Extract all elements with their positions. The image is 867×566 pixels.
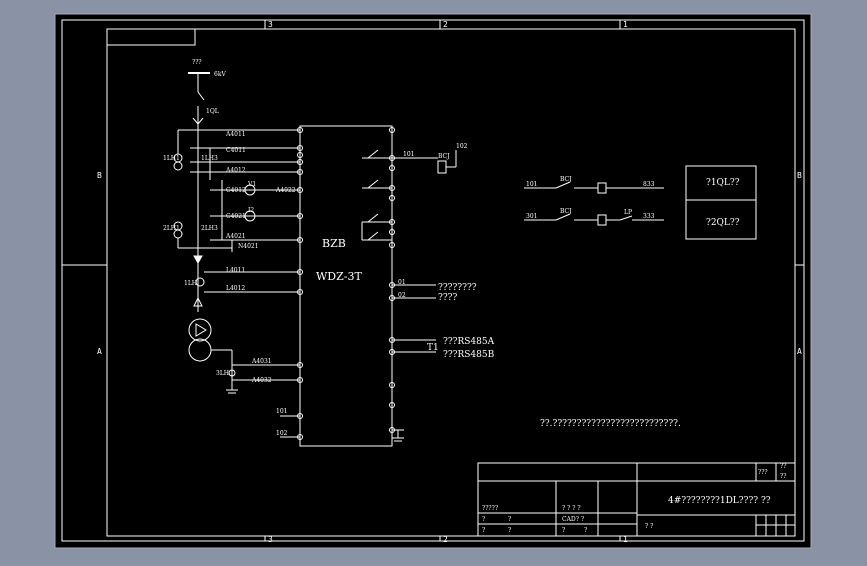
incoming-circuit [173, 72, 300, 438]
tb-footer: ? ? [645, 523, 653, 530]
sheet-background [54, 13, 812, 549]
wire-n4021: N4021 [238, 243, 259, 250]
voltage-label: 6kV [214, 71, 226, 78]
bottom-marker-1: 1 [623, 535, 628, 544]
switch-label: 1QL [206, 108, 219, 115]
wire-l4012: L4012 [226, 285, 245, 292]
pt2-label: 3LH [216, 370, 229, 377]
ctrl-row1-contact: BCJ [560, 176, 572, 183]
ct1-label: 1LH1 [163, 155, 180, 162]
tb-top-right-3: ?? [780, 473, 786, 480]
terminal-102: 102 [276, 430, 288, 437]
ctrl-row2-right: 333 [643, 213, 655, 220]
terminal-01: 01 [398, 279, 406, 286]
corner-box [106, 28, 196, 46]
wire-a4032: A4032 [251, 377, 272, 384]
device-model: WDZ-3T [316, 270, 362, 283]
tb-top-right-2: ?? [780, 463, 786, 470]
ctrl-row2-mid: LP [624, 209, 632, 216]
wire-l4011: L4011 [226, 267, 245, 274]
tb-top-right: ??? [758, 469, 768, 476]
switch-box-top: ?1QL?? [706, 178, 740, 188]
coil-label: BCJ [438, 153, 450, 160]
wire-a4011: A4011 [225, 131, 246, 138]
top-marker-1: 1 [623, 20, 628, 29]
inner-frame [106, 28, 796, 537]
wire-a4021: A4021 [225, 233, 246, 240]
bottom-marker-3: 3 [268, 535, 273, 544]
tb-row-b-left: ? [482, 516, 485, 523]
wire-a4012: A4012 [225, 167, 246, 174]
ct2-label: 2LH1 [163, 225, 180, 232]
tb-row-a-mid: ? ? ? ? [562, 505, 581, 512]
wire-c4012: C4012 [226, 187, 246, 194]
device-terminals [297, 127, 457, 445]
rs485b-label: ???RS485B [443, 350, 495, 360]
wire-a4031: A4031 [251, 358, 272, 365]
drawing-note: ??.??????????????????????????. [540, 419, 681, 429]
bottom-marker-2: 2 [443, 535, 448, 544]
device-name: BZB [322, 237, 346, 250]
tb-row-c-left: ? [482, 527, 485, 534]
switch-box-bottom: ?2QL?? [706, 218, 740, 228]
output-101: 101 [403, 151, 414, 158]
tb-row-a-left: ????? [482, 505, 498, 512]
top-marker-3: 3 [268, 20, 273, 29]
control-circuit [524, 181, 664, 226]
right-marker-b: B [797, 171, 802, 180]
t1-label: T1 [427, 343, 439, 353]
ct1b-label: 1LH3 [201, 155, 218, 162]
ctrl-row1-right: 833 [643, 181, 655, 188]
ctrl-row2-left: 301 [526, 213, 537, 220]
meter2-label: I2 [248, 207, 254, 214]
rs485a-label: ???RS485A [443, 337, 495, 347]
ctrl-row2-contact: BCJ [560, 208, 572, 215]
frame-ticks [62, 20, 804, 541]
ct2b-label: 2LH3 [201, 225, 218, 232]
left-marker-b: B [97, 171, 102, 180]
tb-row-b-mid: CAD? ? [562, 516, 584, 523]
terminal-02: 02 [398, 292, 406, 299]
wire-c4021: C4021 [226, 213, 246, 220]
meter1-label: V1 [247, 181, 256, 188]
drawing-title: 4#????????1DL???? ?? [668, 496, 771, 506]
wire-a4022: A4022 [275, 187, 296, 194]
tb-row-b-left-2: ? [508, 516, 511, 523]
tb-row-c-mid: ? [562, 527, 565, 534]
output-102: 102 [456, 143, 468, 150]
tb-row-c-left-2: ? [508, 527, 511, 534]
pt-label: 1LH [184, 280, 197, 287]
bus-label: ??? [192, 59, 202, 66]
signal-label-2: ???? [438, 293, 457, 303]
terminal-101: 101 [276, 408, 287, 415]
tb-row-c-mid-2: ? [584, 527, 587, 534]
wire-c4011: C4011 [226, 147, 246, 154]
left-marker-a: A [97, 347, 102, 356]
ctrl-row1-left: 101 [526, 181, 537, 188]
outer-frame [61, 19, 805, 542]
top-marker-2: 2 [443, 20, 448, 29]
switch-status-box [685, 165, 757, 240]
signal-label: ???????? [438, 283, 477, 293]
title-block [477, 462, 796, 537]
right-marker-a: A [797, 347, 802, 356]
